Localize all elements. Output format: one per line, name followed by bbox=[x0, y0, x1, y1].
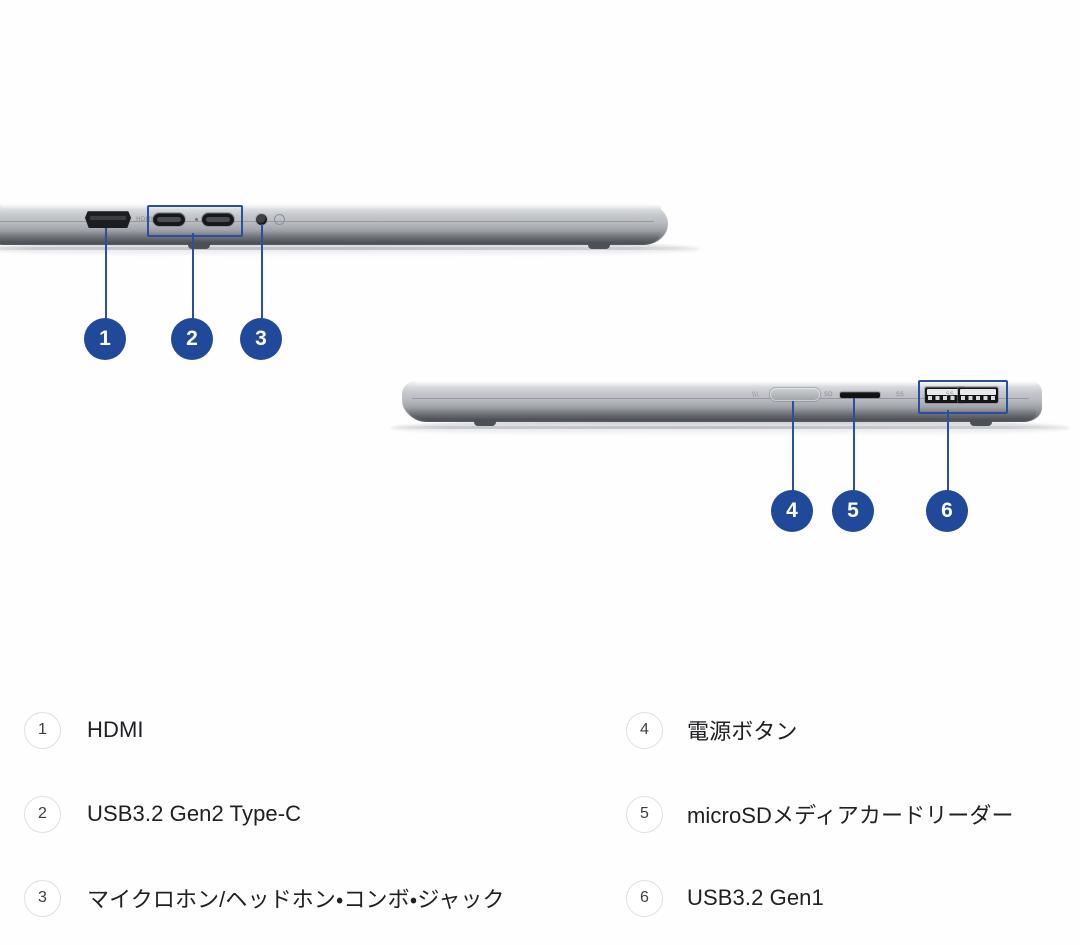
laptop-seam-top bbox=[0, 221, 655, 223]
legend-number-6: 6 bbox=[626, 879, 663, 917]
legend-label-4: 電源ボタン bbox=[687, 719, 798, 744]
laptop-foot-left-bottom bbox=[474, 419, 496, 426]
usba-silkscreen-label-1: SS bbox=[896, 391, 905, 398]
callout-badge-6: 6 bbox=[926, 490, 968, 532]
laptop-foot-right-bottom bbox=[970, 419, 992, 426]
power-button-icon bbox=[770, 388, 820, 401]
callout-line-1 bbox=[105, 228, 107, 324]
callout-badge-2: 2 bbox=[171, 318, 213, 360]
callout-badge-1: 1 bbox=[84, 318, 126, 360]
callout-badge-5: 5 bbox=[832, 490, 874, 532]
legend-item-headphone-jack: 3 マイクロホン/ヘッドホン・コンボ・ジャック bbox=[24, 856, 624, 940]
power-silkscreen-mark: \\\ bbox=[752, 391, 759, 398]
product-image-stage: HDMI 1 2 3 \\\ SD SS SS 4 5 6 bbox=[0, 203, 1070, 532]
usb-c-indicator-dot bbox=[195, 218, 198, 221]
hdmi-port-icon bbox=[85, 211, 131, 228]
laptop-seam-bottom bbox=[411, 398, 1030, 400]
laptop-undershade-bottom bbox=[408, 407, 1036, 422]
usba-silkscreen-label-2: SS bbox=[946, 391, 955, 398]
laptop-lid-lip-top bbox=[1, 204, 662, 210]
callout-badge-3: 3 bbox=[240, 318, 282, 360]
legend-label-6: USB3.2 Gen1 bbox=[687, 885, 824, 910]
legend-label-5: microSDメディアカードリーダー bbox=[687, 803, 1014, 828]
callout-line-3 bbox=[261, 224, 263, 324]
legend-number-2: 2 bbox=[24, 795, 61, 833]
port-legend: 1 HDMI 2 USB3.2 Gen2 Type-C 3 マイクロホン/ヘッド… bbox=[0, 660, 1080, 945]
microsd-slot-icon bbox=[840, 392, 880, 398]
laptop-undershade-top bbox=[0, 230, 662, 245]
callout-line-5 bbox=[853, 398, 855, 496]
callout-line-2 bbox=[192, 233, 194, 324]
headphone-silkscreen-icon bbox=[274, 214, 285, 225]
legend-label-3: マイクロホン/ヘッドホン・コンボ・ジャック bbox=[87, 887, 505, 912]
legend-item-hdmi: 1 HDMI bbox=[24, 688, 624, 772]
bottom-laptop-surface-line bbox=[395, 426, 1060, 429]
callout-badge-4: 4 bbox=[771, 490, 813, 532]
usb-c-port-icon-2 bbox=[202, 213, 234, 226]
legend-label-2: USB3.2 Gen2 Type-C bbox=[87, 801, 302, 826]
laptop-foot-right-top bbox=[588, 242, 610, 249]
legend-number-5: 5 bbox=[626, 795, 663, 833]
callout-line-6 bbox=[947, 410, 949, 496]
legend-number-4: 4 bbox=[626, 711, 663, 749]
microsd-silkscreen-label: SD bbox=[824, 391, 833, 398]
legend-column-right: 4 電源ボタン 5 microSDメディアカードリーダー 6 USB3.2 Ge… bbox=[626, 688, 1080, 940]
legend-number-3: 3 bbox=[24, 879, 61, 917]
legend-item-usba: 6 USB3.2 Gen1 bbox=[626, 856, 1080, 940]
legend-number-1: 1 bbox=[24, 711, 61, 749]
legend-column-left: 1 HDMI 2 USB3.2 Gen2 Type-C 3 マイクロホン/ヘッド… bbox=[24, 688, 624, 940]
top-laptop-surface-line bbox=[0, 247, 690, 250]
callout-line-4 bbox=[792, 401, 794, 496]
usb-c-port-icon-1 bbox=[153, 213, 185, 226]
headphone-jack-icon bbox=[256, 214, 267, 225]
usb-a-port-icon-1 bbox=[925, 387, 965, 403]
legend-item-usbc: 2 USB3.2 Gen2 Type-C bbox=[24, 772, 624, 856]
usb-a-port-icon-2 bbox=[958, 387, 998, 403]
laptop-foot-left-top bbox=[188, 242, 210, 249]
legend-item-microsd: 5 microSDメディアカードリーダー bbox=[626, 772, 1080, 856]
hdmi-silkscreen-label: HDMI bbox=[136, 216, 153, 223]
legend-item-power-button: 4 電源ボタン bbox=[626, 688, 1080, 772]
legend-label-1: HDMI bbox=[87, 717, 144, 742]
laptop-lid-lip-bottom bbox=[414, 381, 1036, 387]
